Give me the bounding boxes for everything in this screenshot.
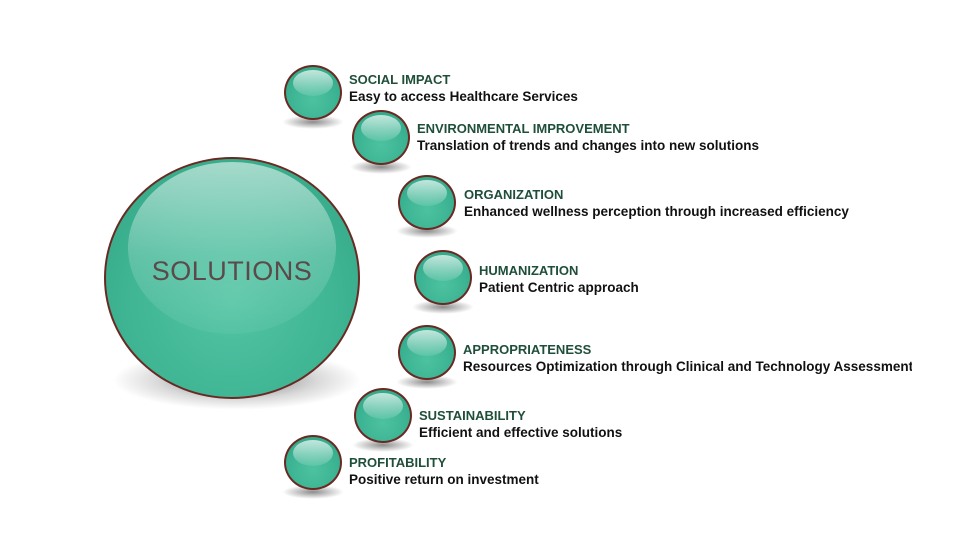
sustainability-orb bbox=[354, 388, 412, 443]
orb-shadow bbox=[350, 160, 412, 174]
item-description: Enhanced wellness perception through inc… bbox=[464, 204, 849, 219]
item-title: ORGANIZATION bbox=[464, 187, 564, 202]
item-description: Positive return on investment bbox=[349, 472, 539, 487]
orb-shadow bbox=[282, 115, 344, 129]
item-title: SOCIAL IMPACT bbox=[349, 72, 451, 87]
item-title: ENVIRONMENTAL IMPROVEMENT bbox=[417, 121, 630, 136]
environmental-improvement-orb bbox=[352, 110, 410, 165]
item-title: HUMANIZATION bbox=[479, 263, 579, 278]
appropriateness-text: APPROPRIATENESS Resources Optimization t… bbox=[463, 342, 912, 375]
item-description: Translation of trends and changes into n… bbox=[417, 138, 760, 153]
item-description: Patient Centric approach bbox=[479, 280, 639, 295]
orb-shadow bbox=[396, 224, 458, 238]
solutions-label: SOLUTIONS bbox=[151, 256, 313, 286]
item-title: APPROPRIATENESS bbox=[463, 342, 592, 357]
profitability-orb bbox=[284, 435, 342, 490]
environmental-improvement-text: ENVIRONMENTAL IMPROVEMENT Translation of… bbox=[417, 121, 759, 154]
organization-orb bbox=[398, 175, 456, 230]
organization-text: ORGANIZATION Enhanced wellness perceptio… bbox=[464, 187, 849, 220]
orb-shadow bbox=[352, 438, 414, 452]
solutions-circle-highlight bbox=[128, 162, 336, 334]
humanization-orb bbox=[414, 250, 472, 305]
item-description: Easy to access Healthcare Services bbox=[349, 89, 578, 104]
item-description: Efficient and effective solutions bbox=[419, 425, 623, 440]
social-impact-text: SOCIAL IMPACT Easy to access Healthcare … bbox=[349, 72, 578, 105]
item-title: PROFITABILITY bbox=[349, 455, 447, 470]
appropriateness-orb bbox=[398, 325, 456, 380]
item-description: Resources Optimization through Clinical … bbox=[463, 359, 912, 374]
orb-shadow bbox=[412, 300, 474, 314]
item-title: SUSTAINABILITY bbox=[419, 408, 526, 423]
orb-shadow bbox=[396, 375, 458, 389]
profitability-text: PROFITABILITY Positive return on investm… bbox=[349, 455, 539, 488]
humanization-text: HUMANIZATION Patient Centric approach bbox=[479, 263, 639, 296]
orb-shadow bbox=[282, 485, 344, 499]
social-impact-orb bbox=[284, 65, 342, 120]
sustainability-text: SUSTAINABILITY Efficient and effective s… bbox=[419, 408, 622, 441]
